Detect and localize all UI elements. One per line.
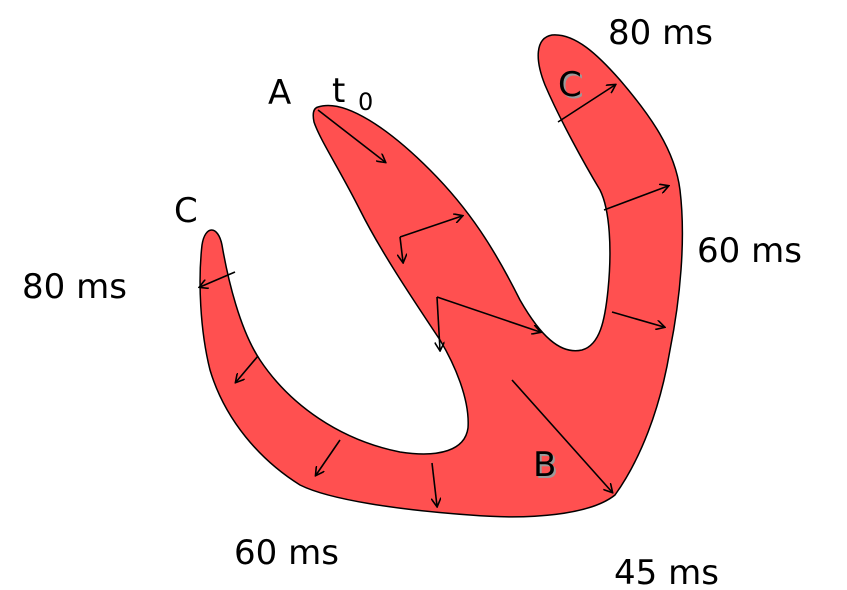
label-c-left: C [174,191,198,231]
label-b: B [533,445,556,485]
time-bottom-right: 45 ms [614,553,719,590]
time-right: 60 ms [697,231,802,271]
label-t: t [332,71,345,111]
time-left: 80 ms [22,267,127,307]
label-a: A [268,73,291,113]
time-top-right: 80 ms [608,13,713,53]
label-c-right: C [558,65,582,105]
time-bottom-left: 60 ms [234,533,339,573]
label-t-subscript: 0 [358,88,373,116]
